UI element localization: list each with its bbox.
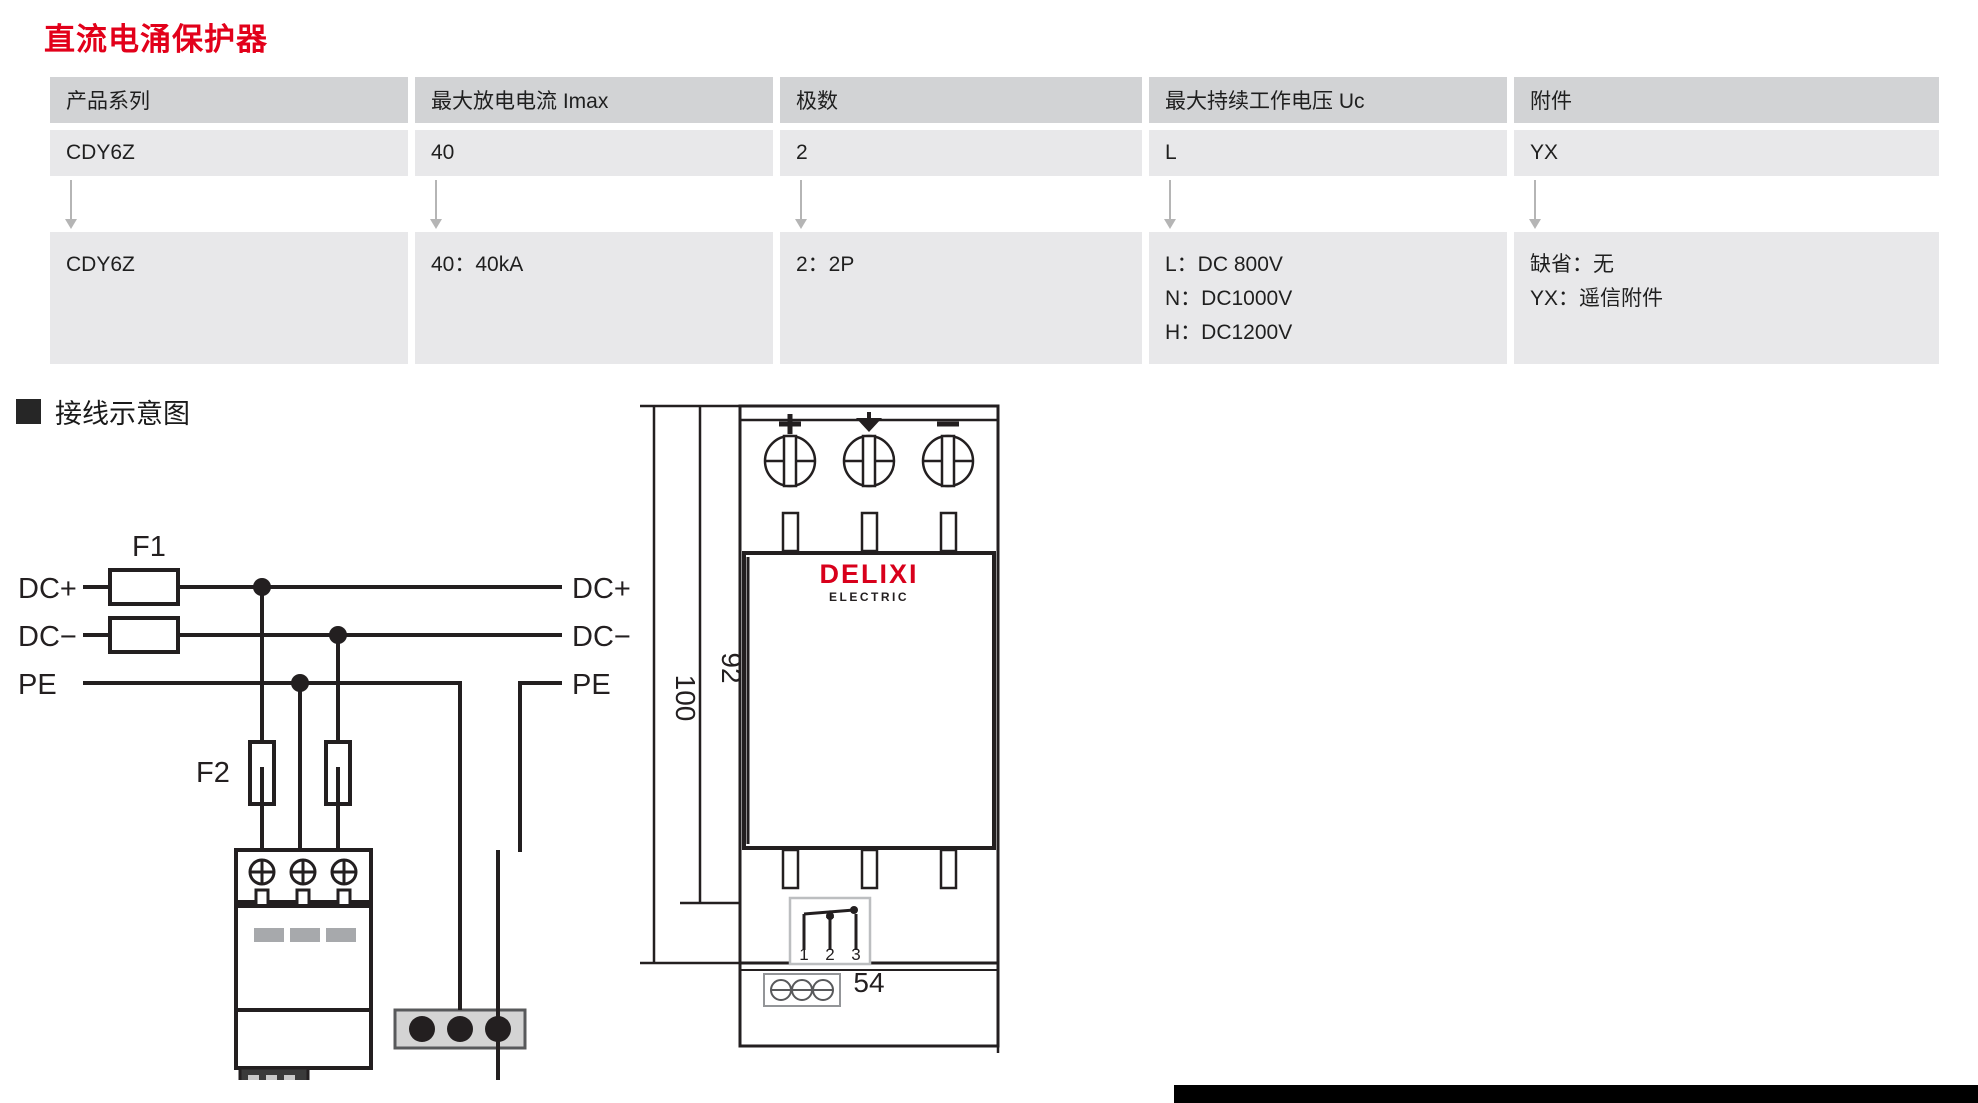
section-header-label: 接线示意图 <box>55 399 190 429</box>
desc-line: YX：遥信附件 <box>1530 287 1664 311</box>
dimension-label-92: 92 <box>716 652 747 683</box>
device-outline <box>738 404 1000 1048</box>
terminal-mark-earth <box>856 412 882 432</box>
desc-line: 缺省：无 <box>1530 253 1614 276</box>
table-code-cell-imax: 40 <box>415 130 773 176</box>
bottom-terminal-group <box>763 973 841 1007</box>
table-header-cell-poles: 极数 <box>780 77 1142 123</box>
table-header-cell-uc: 最大持续工作电压 Uc <box>1149 77 1507 123</box>
contact-terminal-label-2: 2 <box>825 945 834 964</box>
down-arrow-icon <box>1149 176 1507 232</box>
bottom-accent-bar <box>1174 1085 1978 1103</box>
down-arrow-icon <box>50 176 408 232</box>
desc-line: 40：40kA <box>431 253 524 276</box>
table-header-cell-accessory: 附件 <box>1514 77 1939 123</box>
table-header-cell-imax: 最大放电电流 Imax <box>415 77 773 123</box>
junction-dot <box>253 578 271 596</box>
table-arrow-row <box>50 176 1930 232</box>
table-header-cell-product-series: 产品系列 <box>50 77 408 123</box>
table-description-row: CDY6Z 40：40kA 2：2P L：DC 800V N：DC1000V H… <box>50 232 1939 365</box>
wiring-label-right-dcminus: DC− <box>572 621 631 653</box>
brand-logo-delixi: DELIXI <box>819 559 918 589</box>
product-naming-table: 产品系列 最大放电电流 Imax 极数 最大持续工作电压 Uc 附件 CDY6Z… <box>50 77 1939 365</box>
dimension-label-54: 54 <box>853 967 884 998</box>
junction-dot <box>291 674 309 692</box>
table-code-cell-product-series: CDY6Z <box>50 130 408 176</box>
table-code-cell-accessory: YX <box>1514 130 1939 176</box>
table-code-row: CDY6Z 40 2 L YX <box>50 123 1939 176</box>
changeover-contact-symbol: 1 2 3 <box>788 896 872 966</box>
contact-terminal-label-1: 1 <box>799 945 808 964</box>
table-desc-cell-product-series: CDY6Z <box>50 232 408 365</box>
spd-device-body <box>234 848 373 1080</box>
contact-terminal-label-3: 3 <box>851 945 860 964</box>
wiring-label-left-dcminus: DC− <box>18 621 77 653</box>
desc-line: 2：2P <box>796 253 855 276</box>
desc-line: N：DC1000V <box>1165 287 1293 311</box>
square-marker-icon <box>16 399 41 424</box>
wiring-label-right-dcplus: DC+ <box>572 573 631 605</box>
wiring-label-f1: F1 <box>132 531 166 563</box>
desc-line: H：DC1200V <box>1165 321 1293 345</box>
table-code-cell-poles: 2 <box>780 130 1142 176</box>
table-header-row: 产品系列 最大放电电流 Imax 极数 最大持续工作电压 Uc 附件 <box>50 77 1939 123</box>
wiring-label-right-pe: PE <box>572 669 611 701</box>
wiring-label-left-dcplus: DC+ <box>18 573 77 605</box>
down-arrow-icon <box>415 176 773 232</box>
table-code-cell-uc: L <box>1149 130 1507 176</box>
wiring-label-f2: F2 <box>196 757 230 789</box>
desc-line: L：DC 800V <box>1165 253 1283 276</box>
wiring-label-left-pe: PE <box>18 669 57 701</box>
table-desc-cell-poles: 2：2P <box>780 232 1142 365</box>
page-title: 直流电涌保护器 <box>44 22 268 57</box>
table-desc-cell-accessory: 缺省：无 YX：遥信附件 <box>1514 232 1939 365</box>
terminal-mark-plus <box>779 414 801 434</box>
table-desc-cell-uc: L：DC 800V N：DC1000V H：DC1200V <box>1149 232 1507 365</box>
top-terminal-group <box>763 434 975 488</box>
section-header-wiring-diagram: 接线示意图 <box>16 392 190 431</box>
brand-logo-electric: ELECTRIC <box>829 590 909 604</box>
table-desc-cell-imax: 40：40kA <box>415 232 773 365</box>
down-arrow-icon <box>1514 176 1939 232</box>
wiring-schematic: DC+ DC− PE DC+ DC− PE F1 F2 PE <box>0 520 640 1080</box>
dimension-label-100: 100 <box>670 675 701 722</box>
down-arrow-icon <box>780 176 1142 232</box>
junction-dot <box>329 626 347 644</box>
product-dimension-drawing: DELIXI ELECTRIC 1 2 3 100 92 54 <box>640 398 1200 1088</box>
desc-line: CDY6Z <box>66 253 135 276</box>
remote-signal-connector <box>393 1008 527 1050</box>
